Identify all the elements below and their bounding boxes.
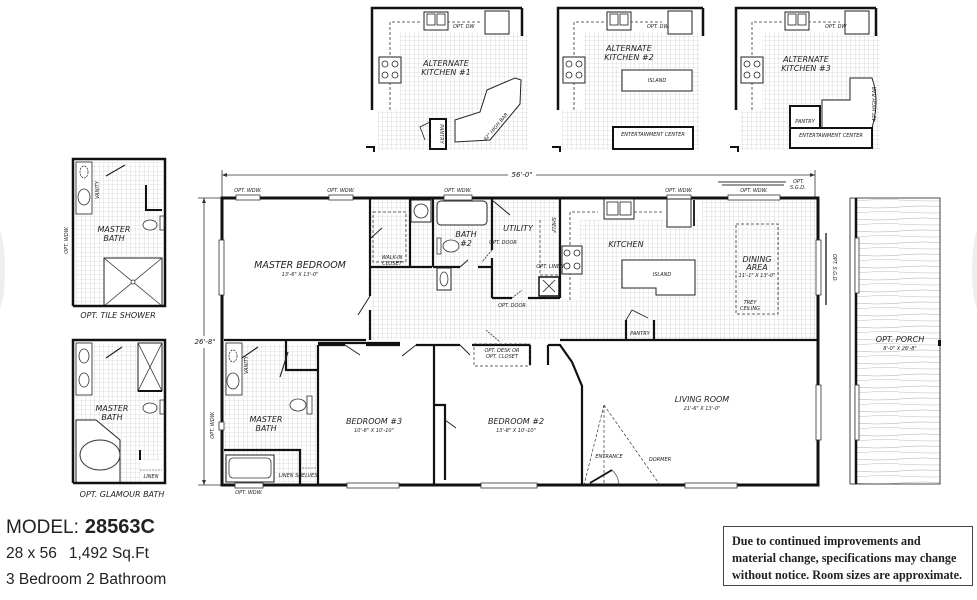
window-label-2: OPT. WDW. xyxy=(327,188,355,194)
bath2-name-1: BATH xyxy=(455,230,476,239)
alt-kitchen-1-title-1: ALTERNATE xyxy=(422,59,470,68)
model-bed-bath: 3 Bedroom 2 Bathroom xyxy=(6,571,167,588)
tile-shower-bath-name-2: BATH xyxy=(103,234,124,243)
model-dimensions: 28 x 56 xyxy=(6,545,57,562)
overall-width: 56'-0" xyxy=(511,171,532,179)
alt-kitchen-2-entertainment: ENTERTAINMENT CENTER xyxy=(621,132,685,138)
alt-kitchen-2-title-1: ALTERNATE xyxy=(605,44,653,53)
kitchen-island: ISLAND xyxy=(653,272,672,278)
alt-kitchen-1-pantry: PANTRY xyxy=(438,124,444,144)
porch-name: OPT. PORCH xyxy=(876,335,924,344)
opt-sgd-label-2: S.G.D. xyxy=(790,185,806,191)
alt-kitchen-3-title-2: KITCHEN #3 xyxy=(781,64,830,73)
tile-shower-bath-name-1: MASTER xyxy=(98,225,131,234)
porch-size: 8'-0" X 26'-8" xyxy=(883,346,916,352)
alt-kitchen-3-entertainment: ENTERTAINMENT CENTER xyxy=(799,133,863,139)
master-bath-linen: LINEN SHELVES xyxy=(279,473,319,479)
dining-ceiling-2: CEILING xyxy=(740,306,760,312)
master-bath-vanity: VANITY xyxy=(244,355,250,374)
glamour-bath-name-1: MASTER xyxy=(96,404,129,413)
bedroom3-name: BEDROOM #3 xyxy=(346,417,402,426)
gallery-edge-left xyxy=(0,230,5,310)
utility-opt-door: OPT. DOOR xyxy=(489,240,517,246)
master-bath-name-1: MASTER xyxy=(250,415,283,424)
glamour-bath-name-2: BATH xyxy=(101,413,122,422)
entrance-label: ENTRANCE xyxy=(595,454,623,460)
alternate-kitchen-1: ALTERNATE KITCHEN #1 OPT. DW 42" HIGH BA… xyxy=(366,6,528,152)
dining-name-1: DINING xyxy=(742,255,771,264)
model-number: 28563C xyxy=(84,516,155,538)
alt-kitchen-3-bar: 42" HIGH BAR xyxy=(872,86,878,121)
tile-shower-caption: OPT. TILE SHOWER xyxy=(80,311,155,320)
alt-kitchen-1-dw: OPT. DW xyxy=(453,24,475,30)
kitchen-pantry: PANTRY xyxy=(630,331,650,337)
master-bath-side-window: OPT. WDW. xyxy=(210,411,216,439)
desk-label-1: OPT. DESK OR xyxy=(484,348,519,354)
tile-shower-window: OPT. WDW. xyxy=(64,226,70,254)
model-dimensions-line: 28 x 56 1,492 Sq.Ft xyxy=(6,541,166,567)
walk-in-closet-1: WALK-IN xyxy=(382,255,403,261)
glamour-bath-linen: LINEN xyxy=(144,474,159,480)
bath2-name-2: #2 xyxy=(460,239,472,248)
alt-kitchen-3-pantry: PANTRY xyxy=(795,119,815,125)
overall-depth: 26'-8" xyxy=(194,338,215,346)
tile-shower-vanity: VANITY xyxy=(95,180,101,199)
living-room-name: LIVING ROOM xyxy=(675,395,730,404)
bedroom2-name: BEDROOM #2 xyxy=(488,417,544,426)
alt-kitchen-2-dw: OPT. DW xyxy=(647,24,669,30)
master-bath-bottom-window: OPT. WDW. xyxy=(235,490,263,496)
side-sgd-label: OPT. S.G.D. xyxy=(831,254,837,282)
model-title: MODEL:28563C xyxy=(6,514,166,541)
window-label-3: OPT. WDW. xyxy=(444,188,472,194)
utility-opt-linen: OPT. LINEN xyxy=(536,264,564,270)
utility-name: UTILITY xyxy=(503,224,534,233)
living-room-size: 21'-6" X 13'-0" xyxy=(684,406,721,412)
kitchen-name: KITCHEN xyxy=(608,240,643,249)
dining-name-2: AREA xyxy=(745,263,768,272)
alternate-kitchen-2: ALTERNATE KITCHEN #2 OPT. DW ISLAND ENTE… xyxy=(552,6,705,152)
dining-size: 11'-1" X 13'-0" xyxy=(739,273,776,279)
alt-kitchen-1-title-2: KITCHEN #1 xyxy=(421,68,470,77)
bedroom2-size: 13'-8" X 10'-10" xyxy=(496,428,536,434)
walk-in-closet-2: CLOSET xyxy=(382,261,402,267)
model-area: 1,492 Sq.Ft xyxy=(68,545,149,562)
bedroom3-size: 10'-8" X 10'-10" xyxy=(354,428,394,434)
alt-kitchen-2-island: ISLAND xyxy=(648,78,667,84)
window-label-5: OPT. WDW. xyxy=(740,188,768,194)
master-bedroom-name: MASTER BEDROOM xyxy=(254,260,346,271)
alt-kitchen-3-title-1: ALTERNATE xyxy=(782,55,830,64)
alt-kitchen-3-dw: OPT. DW xyxy=(825,24,847,30)
master-bedroom-size: 13'-6" X 13'-0" xyxy=(282,272,319,278)
gallery-edge-right xyxy=(972,230,977,310)
window-label-4: OPT. WDW. xyxy=(665,188,693,194)
dining-ceiling-1: TREY xyxy=(744,300,758,306)
window-label-1: OPT. WDW. xyxy=(234,188,262,194)
alternate-bath-tile-shower: MASTER BATH VANITY OPT. WDW. OPT. TILE S… xyxy=(64,157,167,320)
model-info: MODEL:28563C 28 x 56 1,492 Sq.Ft 3 Bedroo… xyxy=(6,514,166,593)
main-floor-plan: 56'-0" 26'-8" OPT. WDW. OPT. WDW. OPT. W… xyxy=(194,169,837,496)
alt-kitchen-2-title-2: KITCHEN #2 xyxy=(604,53,653,62)
master-bath-name-2: BATH xyxy=(255,424,276,433)
hall-opt-door: OPT. DOOR xyxy=(498,303,526,309)
optional-porch: OPT. PORCH 8'-0" X 26'-8" xyxy=(849,197,941,485)
dormer-label: DORMER xyxy=(649,457,671,463)
glamour-bath-caption: OPT. GLAMOUR BATH xyxy=(80,490,165,499)
desk-label-2: OPT. CLOSET xyxy=(486,354,519,360)
disclaimer-box: Due to continued improvements and materi… xyxy=(723,526,973,586)
alternate-kitchen-3: ALTERNATE KITCHEN #3 OPT. DW 42" HIGH BA… xyxy=(730,6,880,152)
model-label: MODEL: xyxy=(6,517,79,538)
alternate-bath-glamour: MASTER BATH LINEN OPT. GLAMOUR BATH xyxy=(71,338,167,499)
utility-shelf: SHELF xyxy=(550,217,556,233)
opt-sgd-label-1: OPT. xyxy=(793,179,804,185)
